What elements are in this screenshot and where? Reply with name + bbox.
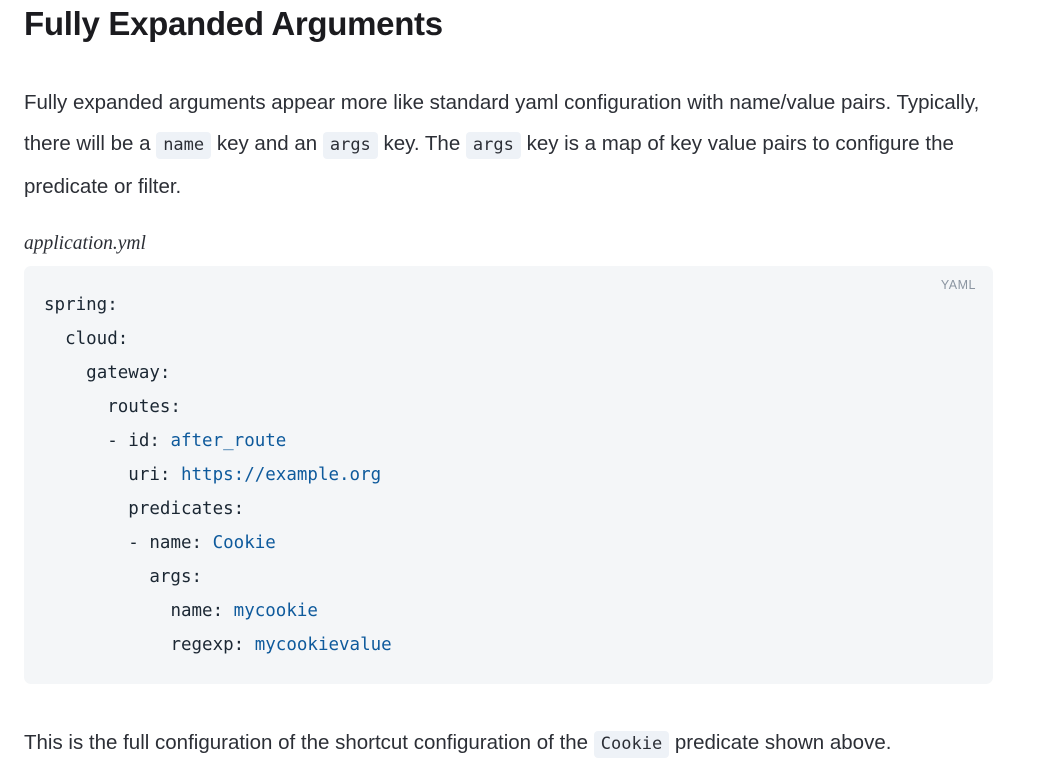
code-token-key: routes: (107, 397, 181, 417)
code-token-value: mycookie (233, 601, 318, 621)
code-block: YAML spring: cloud: gateway: routes: - i… (24, 266, 993, 684)
code-token-value: mycookievalue (254, 635, 392, 655)
outro-text-segment-1: This is the full configuration of the sh… (24, 731, 594, 754)
section-spacer (24, 207, 1021, 231)
inline-code-cookie: Cookie (593, 731, 670, 758)
code-token-key: - name: (128, 533, 213, 553)
code-token-key: args: (149, 567, 203, 587)
section-spacer (24, 684, 1021, 722)
code-language-label: YAML (940, 278, 976, 292)
intro-text-segment-2: key and an (211, 132, 323, 155)
outro-text-segment-2: predicate shown above. (669, 731, 892, 754)
code-token-value: after_route (170, 431, 287, 451)
code-token-key: - id: (107, 431, 171, 451)
code-token-key: predicates: (128, 499, 245, 519)
inline-code-args-1: args (322, 132, 378, 159)
inline-code-name: name (156, 132, 212, 159)
page-title: Fully Expanded Arguments (24, 5, 443, 42)
code-token-key: name: (170, 601, 234, 621)
intro-text-segment-1: Fully expanded arguments appear more lik… (24, 91, 980, 155)
code-token-key: regexp: (170, 635, 255, 655)
code-block-caption: application.yml (24, 233, 146, 254)
code-token-key: gateway: (86, 363, 171, 383)
code-token-value: Cookie (212, 533, 276, 553)
intro-text-segment-3: key. The (377, 132, 466, 155)
code-content[interactable]: spring: cloud: gateway: routes: - id: af… (44, 288, 973, 662)
code-token-key: cloud: (65, 329, 129, 349)
intro-text-segment-4: key is a map of key value pairs to confi… (24, 132, 954, 198)
code-token-value: https://example.org (180, 465, 382, 485)
code-token-key: spring: (44, 295, 118, 315)
outro-paragraph: This is the full configuration of the sh… (24, 722, 992, 765)
code-token-key: uri: (128, 465, 181, 485)
inline-code-args-2: args (465, 132, 521, 159)
intro-paragraph: Fully expanded arguments appear more lik… (24, 82, 992, 207)
